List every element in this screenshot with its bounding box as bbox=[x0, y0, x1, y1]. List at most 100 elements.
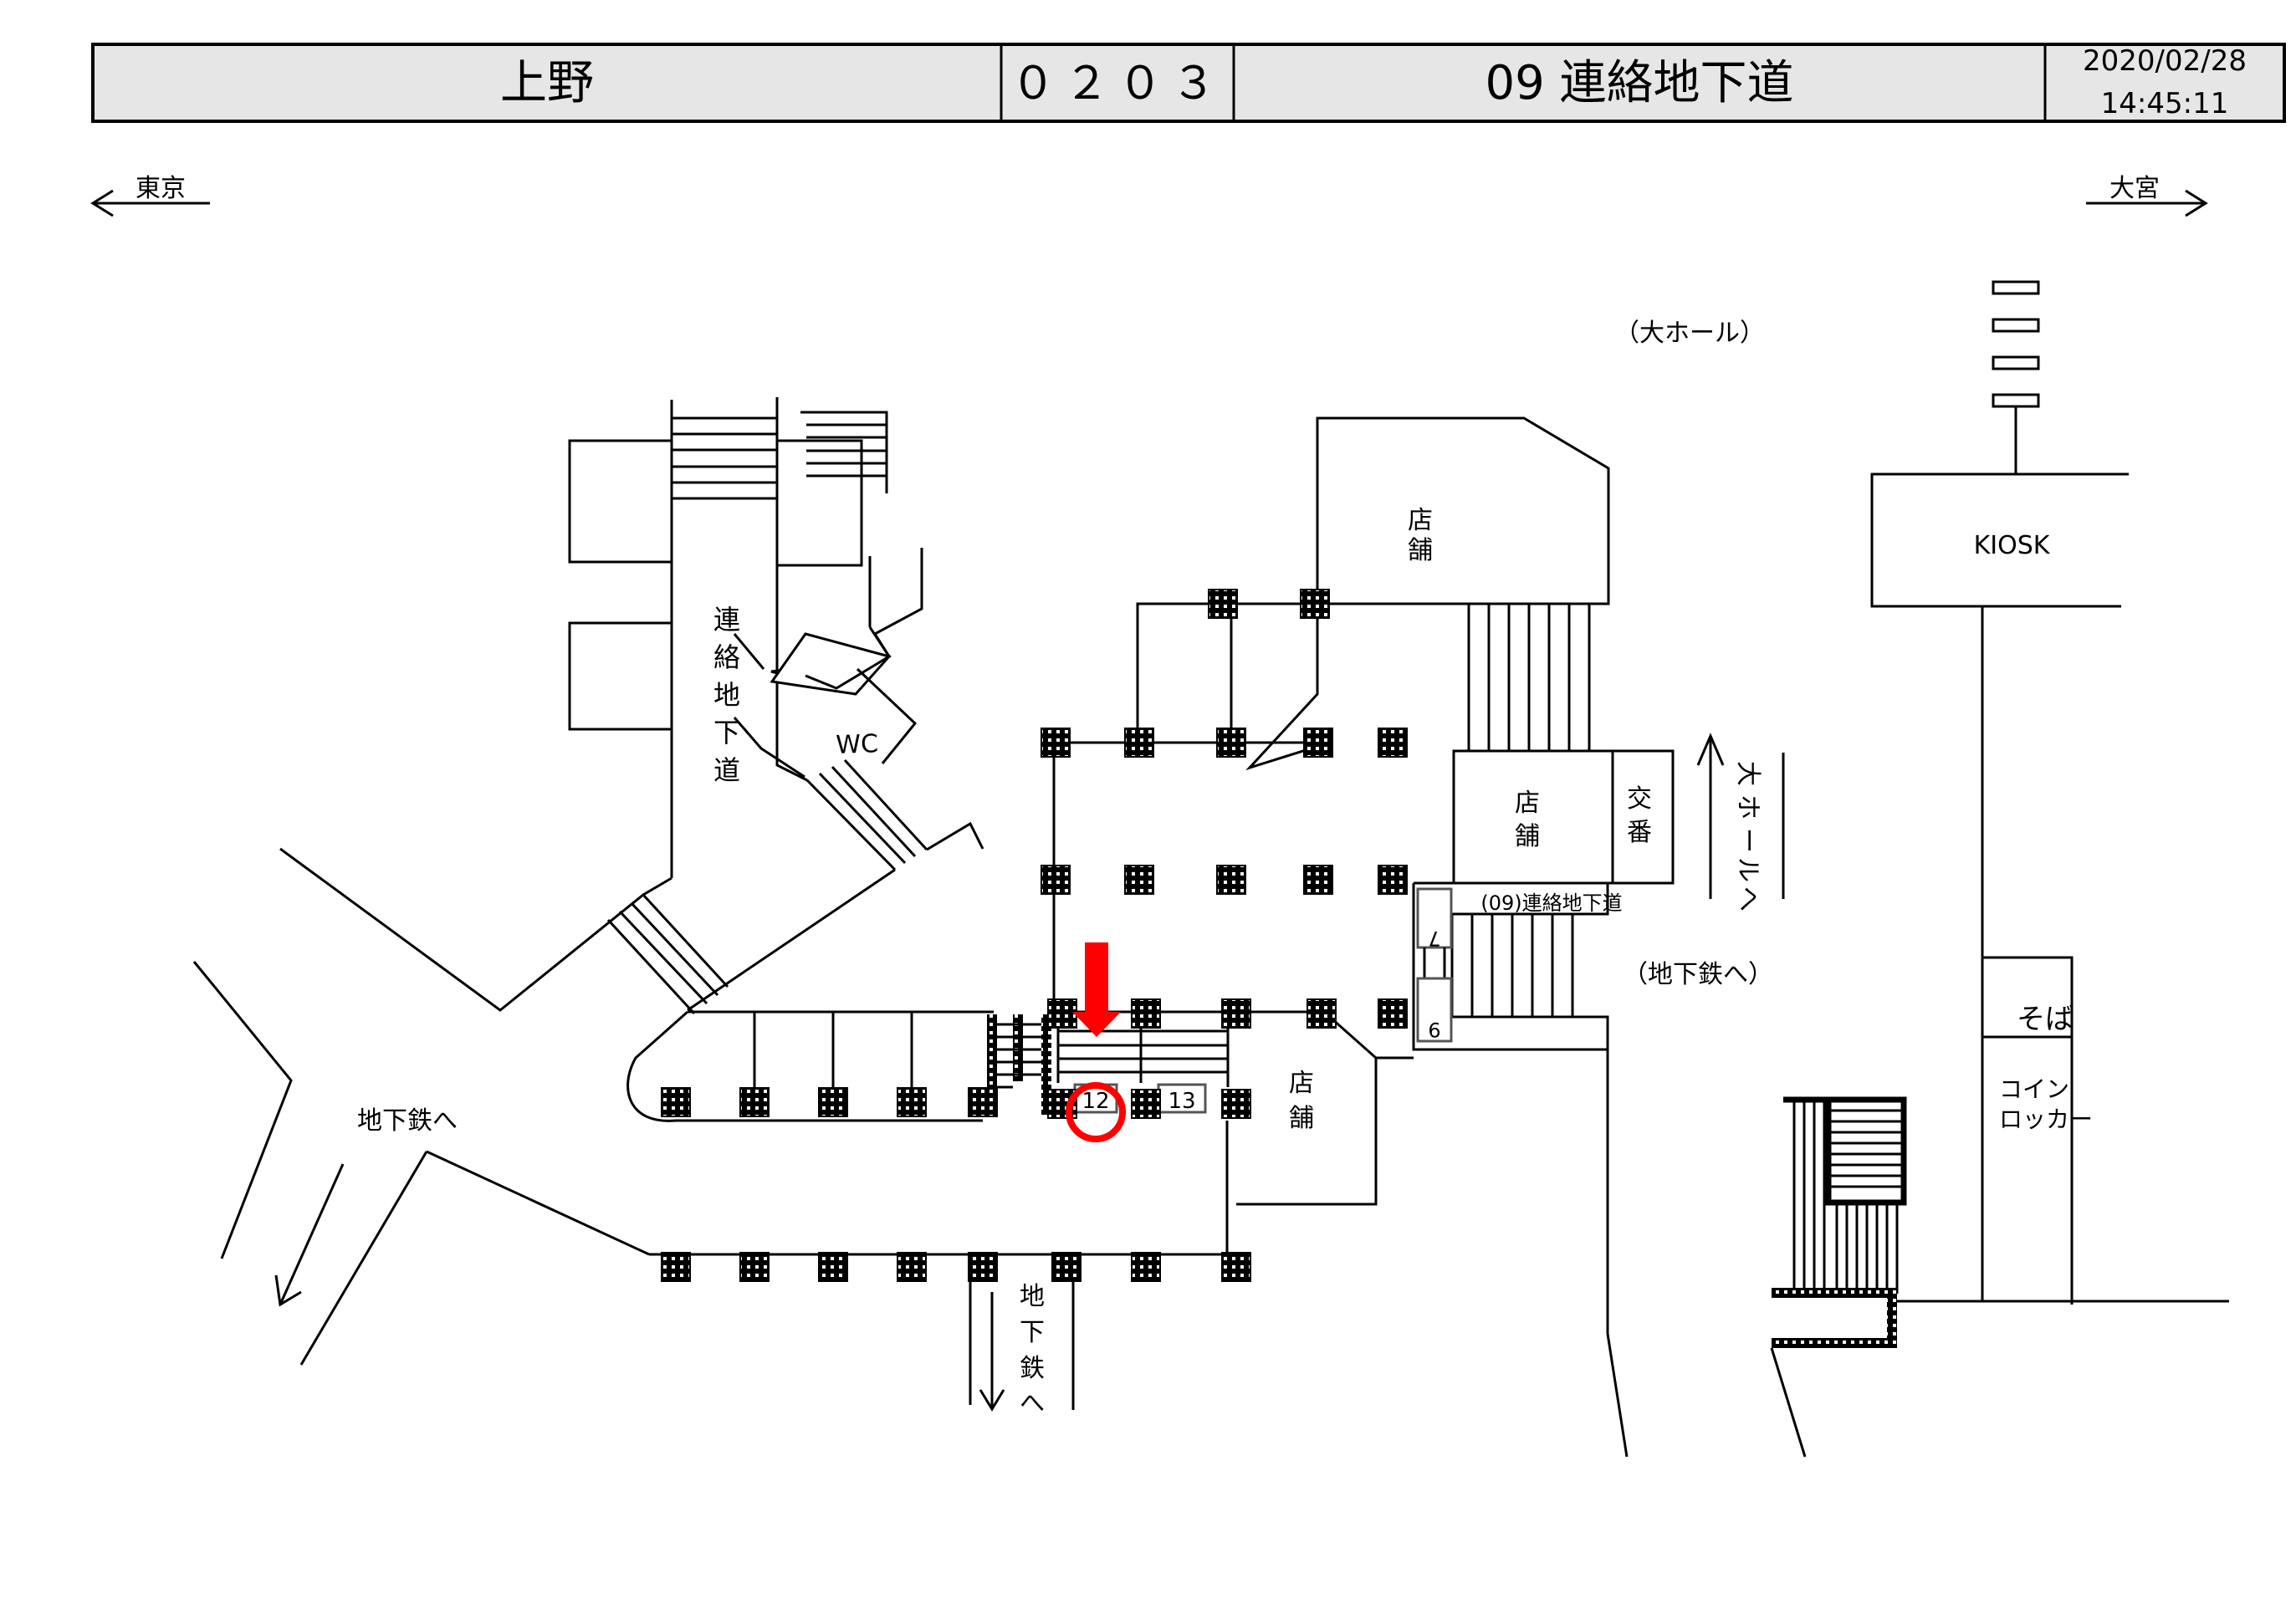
upper-store-label: 店 舗 bbox=[1408, 506, 1433, 565]
pillar bbox=[661, 1087, 691, 1117]
ad-board-9-number: 9 bbox=[1428, 1018, 1440, 1041]
passage-char: 絡 bbox=[713, 641, 740, 673]
coin-locker-label-1: コイン bbox=[1999, 1075, 2069, 1103]
subway-char: 下 bbox=[1020, 1318, 1045, 1347]
pillar bbox=[1378, 865, 1408, 895]
pillar bbox=[1307, 998, 1337, 1029]
wc-label: WC bbox=[836, 729, 879, 760]
shop-row bbox=[626, 1010, 994, 1122]
pillar bbox=[739, 1252, 770, 1282]
direction-tokyo-label: 東京 bbox=[136, 174, 186, 203]
subway-stairs bbox=[1450, 914, 1574, 1017]
pillar bbox=[818, 1252, 848, 1282]
to-great-hall-label: 大 ホ ー ル へ bbox=[1733, 761, 1762, 912]
pillar bbox=[1131, 1089, 1161, 1119]
passage-char: 連 bbox=[713, 604, 740, 636]
middle-store-label: 店 舗 bbox=[1515, 789, 1540, 851]
soba-label: そば bbox=[2017, 1003, 2074, 1036]
store-char: 店 bbox=[1289, 1069, 1314, 1098]
pillar bbox=[1047, 998, 1077, 1029]
pillar bbox=[1124, 728, 1154, 758]
passage-char: 地 bbox=[713, 679, 740, 711]
pillar bbox=[661, 1252, 691, 1282]
to-subway-vertical-label: 地 下 鉄 へ bbox=[1020, 1282, 1045, 1418]
hall-char: へ bbox=[1733, 886, 1762, 912]
store-char: 舗 bbox=[1515, 822, 1540, 851]
pillar bbox=[968, 1252, 998, 1282]
pillar bbox=[1041, 728, 1071, 758]
police-box-label: 交 番 bbox=[1627, 784, 1652, 847]
ad-board-7-number: 7 bbox=[1428, 927, 1440, 950]
pillar bbox=[1216, 865, 1246, 895]
passage-char: 下 bbox=[713, 717, 740, 748]
pillar bbox=[1216, 728, 1246, 758]
store-char: 舗 bbox=[1289, 1104, 1314, 1133]
right-area: KIOSK そば コイン ロッカー bbox=[1606, 280, 2229, 1458]
direction-tokyo: 東京 bbox=[90, 174, 210, 217]
police-char: 番 bbox=[1627, 818, 1652, 847]
pillar bbox=[897, 1252, 927, 1282]
store-char: 舗 bbox=[1408, 536, 1433, 565]
passage-vertical-label: 連 絡 地 下 道 bbox=[713, 604, 740, 786]
pillar bbox=[1378, 728, 1408, 758]
pillar bbox=[1221, 1252, 1251, 1282]
subway-char: 地 bbox=[1020, 1282, 1045, 1311]
direction-omiya-label: 大宮 bbox=[2109, 174, 2160, 203]
diagonal-corridors: 地下鉄へ bbox=[192, 686, 984, 1366]
store-char: 店 bbox=[1515, 789, 1540, 818]
pillar bbox=[1051, 1252, 1082, 1282]
hall-char: 大 bbox=[1733, 761, 1762, 786]
pillar bbox=[968, 1087, 998, 1117]
header-bar: 上野 ０２０３ 09 連絡地下道 2020/02/28 14:45:11 bbox=[91, 43, 2286, 123]
ad-board-7[interactable]: 7 bbox=[1416, 887, 1453, 950]
pillar bbox=[1131, 1252, 1161, 1282]
print-time: 14:45:11 bbox=[2101, 87, 2229, 120]
pillar bbox=[818, 1087, 848, 1117]
police-char: 交 bbox=[1627, 784, 1652, 814]
direction-omiya: 大宮 bbox=[2086, 174, 2208, 217]
ad-board-9[interactable]: 9 bbox=[1416, 977, 1453, 1043]
pillar bbox=[1041, 865, 1071, 895]
to-subway-left-label: 地下鉄へ bbox=[357, 1106, 458, 1136]
pillar bbox=[1124, 865, 1154, 895]
wc-room bbox=[733, 667, 918, 779]
pillar bbox=[897, 1087, 927, 1117]
ad-board-13-number: 13 bbox=[1168, 1089, 1195, 1114]
central-hall: 店 舗 店 舗 交 番 大 ホ ー bbox=[987, 416, 1785, 1334]
hall-char: ー bbox=[1733, 828, 1762, 853]
passage-char: 道 bbox=[713, 754, 740, 786]
pillar bbox=[1303, 865, 1333, 895]
lower-store-label: 店 舗 bbox=[1289, 1069, 1314, 1133]
pillar bbox=[1131, 998, 1161, 1029]
pillar bbox=[739, 1087, 770, 1117]
print-date: 2020/02/28 bbox=[2083, 44, 2247, 78]
ad-board-13[interactable]: 13 bbox=[1157, 1083, 1207, 1114]
subway-char: 鉄 bbox=[1020, 1354, 1045, 1383]
left-passage: 連 絡 地 下 道 WC bbox=[568, 397, 923, 878]
central-stairs bbox=[1467, 604, 1591, 751]
stairs-vertical bbox=[1792, 1100, 1899, 1294]
stairs-horizontal bbox=[1831, 1109, 1901, 1188]
pillar bbox=[1208, 589, 1238, 619]
great-hall-label: （大ホール） bbox=[1614, 319, 1765, 348]
hall-char: ホ bbox=[1733, 794, 1762, 820]
subway-char: へ bbox=[1020, 1389, 1045, 1418]
station-name: 上野 bbox=[500, 56, 594, 110]
red-arrow-down-icon bbox=[1072, 942, 1121, 1037]
kiosk-label: KIOSK bbox=[1974, 531, 2051, 560]
pillar bbox=[1221, 998, 1251, 1029]
pillar bbox=[1300, 589, 1330, 619]
coin-locker-label-2: ロッカー bbox=[1999, 1106, 2093, 1133]
ad-board-12-number: 12 bbox=[1082, 1089, 1109, 1114]
store-char: 店 bbox=[1408, 506, 1433, 535]
pillar bbox=[1221, 1089, 1251, 1119]
pillar bbox=[1378, 998, 1408, 1029]
red-circle-icon[interactable] bbox=[1066, 1082, 1126, 1142]
pillar bbox=[1303, 728, 1333, 758]
to-subway-paren-label: （地下鉄へ） bbox=[1623, 960, 1773, 989]
pillars bbox=[661, 589, 1408, 1282]
hall-char: ル bbox=[1733, 857, 1762, 882]
station-code: ０２０３ bbox=[1010, 57, 1225, 110]
location-name: 09 連絡地下道 bbox=[1485, 56, 1793, 110]
